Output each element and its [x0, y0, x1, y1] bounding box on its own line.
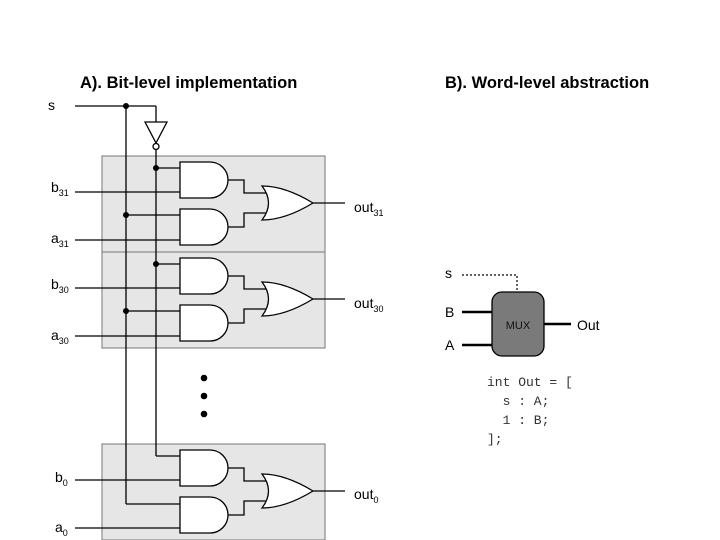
inverter-icon: [143, 121, 169, 145]
b31-label: b31: [51, 179, 69, 198]
code-line: int Out = [: [487, 375, 573, 390]
and-gate-icon: [179, 257, 229, 295]
a30-label: a30: [51, 327, 69, 346]
bit-31-gates: [75, 161, 345, 246]
or-gate-icon: [260, 185, 315, 221]
and-gate-icon: [179, 449, 229, 487]
code-line: ];: [487, 432, 503, 447]
ellipsis-dot: [200, 374, 208, 382]
code-line: s : A;: [487, 394, 549, 409]
out31-label: out31: [354, 199, 383, 218]
bit-level-circuit: s b31 a31 out31: [48, 97, 383, 540]
panel-a-title: A). Bit-level implementation: [80, 74, 297, 92]
or-gate-icon: [260, 281, 315, 317]
mux-select-wire: [462, 274, 518, 292]
out0-label: out0: [354, 486, 378, 505]
and-gate-icon: [179, 304, 229, 342]
code-line: 1 : B;: [487, 413, 549, 428]
panel-b-title: B). Word-level abstraction: [445, 74, 649, 92]
a31-label: a31: [51, 230, 69, 249]
out30-label: out30: [354, 295, 383, 314]
and-gate-icon: [179, 161, 229, 199]
mux-input-b-label: B: [445, 304, 454, 320]
junction-dot: [123, 103, 129, 109]
mux-output-label: Out: [577, 317, 600, 333]
ellipsis-dot: [200, 392, 208, 400]
bit-30-gates: [75, 257, 345, 342]
or-gate-icon: [260, 473, 315, 509]
b30-label: b30: [51, 276, 69, 295]
mux-input-a-label: A: [445, 337, 455, 353]
b0-label: b0: [55, 469, 68, 488]
mux-label: MUX: [506, 320, 531, 332]
mux-select-label: s: [445, 265, 452, 281]
select-label: s: [48, 97, 55, 113]
a0-label: a0: [55, 519, 68, 538]
ellipsis-dot: [200, 410, 208, 418]
and-gate-icon: [179, 496, 229, 534]
bit-0-gates: [75, 449, 345, 534]
word-level-mux: s B A MUX Out int Out = [ s : A; 1 : B; …: [445, 265, 600, 447]
and-gate-icon: [179, 208, 229, 246]
inverter-bubble: [152, 142, 160, 151]
